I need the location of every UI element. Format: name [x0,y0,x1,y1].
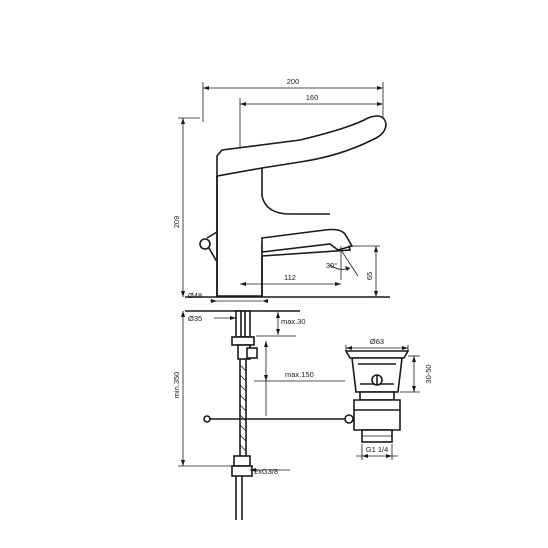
angle-label: 30° [326,261,337,270]
waste-thread-label: G1 1/4 [366,445,389,454]
dimension-200: 200 [202,77,384,122]
dimension-connection: 2xG3/8 [250,467,290,476]
dim-112-label: 112 [284,273,296,282]
waste-fitting [344,350,410,443]
dim-200-label: 200 [287,77,300,86]
dimension-max-150: max.150 [254,341,345,416]
min-350-label: min.350 [172,372,181,399]
dia-63-label: Ø63 [370,337,384,346]
dimension-dia-48: Ø48 [188,291,268,303]
mounting-assembly [231,310,258,360]
supply-hoses [231,359,253,520]
dimension-65: 65 [348,245,380,297]
dimension-max-30: max.30 [256,310,306,337]
dimension-160: 160 [239,93,383,155]
dim-209-label: 209 [172,216,181,229]
connection-label: 2xG3/8 [254,467,278,476]
dimension-waste-range: 30-50 [400,355,433,393]
waste-range-label: 30-50 [424,364,433,383]
dimension-112: 112 [240,273,341,286]
dimension-waste-thread: G1 1/4 [356,444,398,460]
lever-handle [216,115,387,177]
faucet-body-outline [261,168,330,215]
side-knob [199,231,218,263]
dim-65-label: 65 [365,272,374,280]
dim-35-label: Ø35 [188,314,202,323]
dim-48-label: Ø48 [188,291,202,300]
max-150-label: max.150 [285,370,314,379]
dimension-dia-35: Ø35 [188,314,236,323]
dimension-min-350: min.350 [172,311,232,467]
spout [261,228,354,253]
dimension-angle: 30° [326,246,359,280]
popup-rod [203,414,354,424]
max-30-label: max.30 [281,317,306,326]
dim-160-label: 160 [306,93,319,102]
dimension-dia-63: Ø63 [345,337,409,351]
dimension-209: 209 [172,117,200,297]
